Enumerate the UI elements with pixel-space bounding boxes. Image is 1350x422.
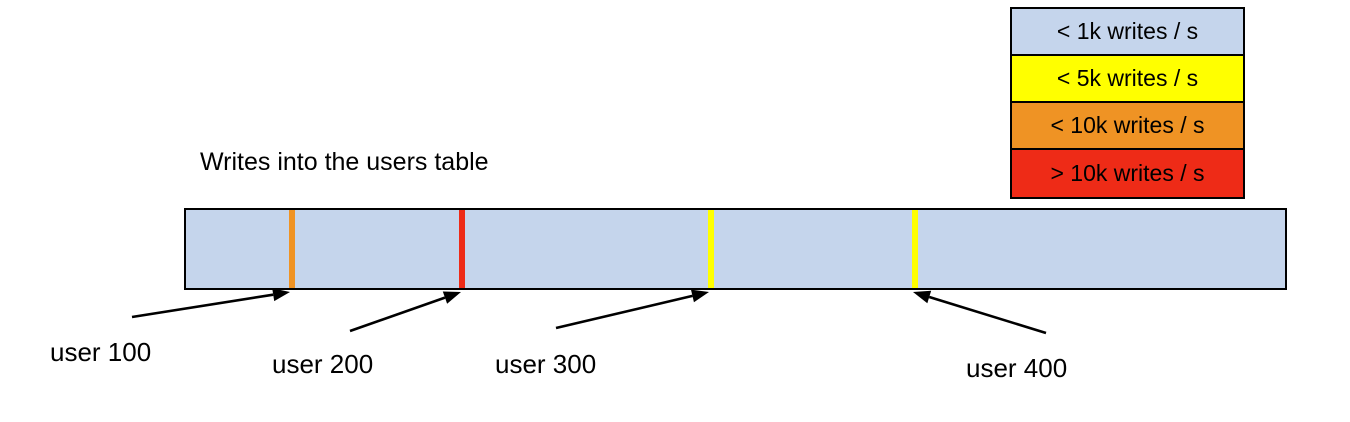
marker-user-200	[459, 210, 465, 288]
legend-label: < 10k writes / s	[1050, 112, 1205, 138]
label-user-400: user 400	[966, 353, 1068, 383]
marker-user-300	[708, 210, 714, 288]
label-user-100: user 100	[50, 337, 152, 367]
marker-user-400	[912, 210, 918, 288]
arrow-line-user-100	[131, 293, 274, 319]
marker-user-100	[289, 210, 295, 288]
legend-label: < 5k writes / s	[1056, 65, 1199, 91]
legend-label: < 1k writes / s	[1056, 18, 1199, 44]
arrow-head-user-300	[690, 289, 709, 303]
arrow-line-user-200	[349, 296, 446, 333]
users-table-bar	[184, 208, 1287, 290]
arrow-line-user-300	[555, 294, 693, 330]
label-user-200: user 200	[272, 349, 374, 379]
legend: < 1k writes / s < 5k writes / s < 10k wr…	[1010, 7, 1245, 199]
legend-row-lt-1k: < 1k writes / s	[1012, 9, 1243, 56]
diagram-caption: Writes into the users table	[200, 148, 489, 176]
arrow-head-user-400	[913, 290, 932, 304]
legend-label: > 10k writes / s	[1050, 160, 1205, 186]
arrow-head-user-200	[442, 291, 461, 304]
legend-row-lt-10k: < 10k writes / s	[1012, 103, 1243, 150]
arrow-line-user-400	[928, 295, 1047, 335]
arrow-head-user-100	[272, 288, 290, 302]
label-user-300: user 300	[495, 349, 597, 379]
legend-row-gt-10k: > 10k writes / s	[1012, 150, 1243, 197]
legend-row-lt-5k: < 5k writes / s	[1012, 56, 1243, 103]
